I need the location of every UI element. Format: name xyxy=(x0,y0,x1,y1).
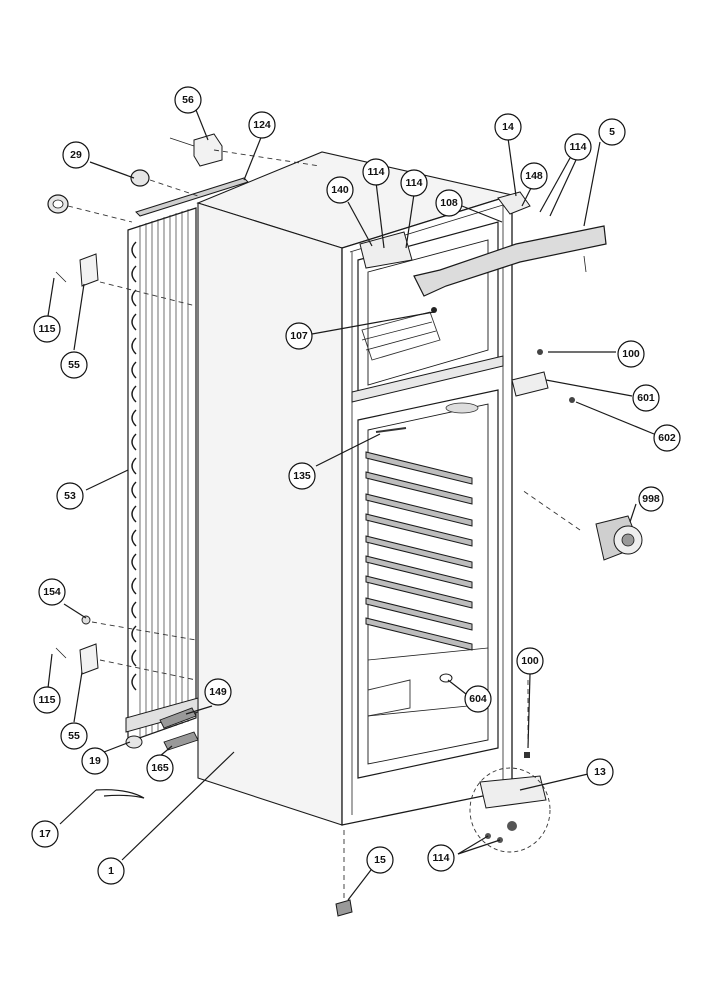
callout-115-b: 115 xyxy=(33,686,61,714)
svg-text:53: 53 xyxy=(64,490,76,502)
svg-text:55: 55 xyxy=(68,359,80,371)
callout-14: 14 xyxy=(494,113,522,141)
small-parts xyxy=(47,133,643,917)
assembly-lines xyxy=(67,149,581,898)
callout-55-a: 55 xyxy=(60,351,88,379)
svg-text:55: 55 xyxy=(68,730,80,742)
leader-lines xyxy=(47,109,655,901)
callout-53: 53 xyxy=(56,482,84,510)
callout-115-a: 115 xyxy=(33,315,61,343)
callout-602: 602 xyxy=(653,424,681,452)
callout-604: 604 xyxy=(464,685,492,713)
callout-29: 29 xyxy=(62,141,90,169)
hinge-detail-circle xyxy=(469,767,551,853)
svg-text:108: 108 xyxy=(440,197,458,209)
svg-text:148: 148 xyxy=(525,170,543,182)
svg-text:140: 140 xyxy=(331,184,349,196)
lamp-cover xyxy=(445,402,479,414)
callout-114-c: 114 xyxy=(400,169,428,197)
condenser-coil xyxy=(125,207,199,743)
screw-100 xyxy=(524,752,530,758)
callout-56: 56 xyxy=(174,86,202,114)
middle-hinge xyxy=(511,371,549,397)
cabinet-side-panel xyxy=(197,202,343,826)
condenser-clip-lower xyxy=(79,643,99,675)
callout-114-d: 114 xyxy=(427,844,455,872)
svg-text:602: 602 xyxy=(658,432,676,444)
capillary-part xyxy=(163,731,199,751)
callout-5: 5 xyxy=(598,118,626,146)
grommet-part xyxy=(125,735,143,749)
callout-19: 19 xyxy=(81,747,109,775)
svg-text:14: 14 xyxy=(502,121,514,133)
callout-100-b: 100 xyxy=(516,647,544,675)
svg-text:114: 114 xyxy=(368,166,385,178)
callout-15: 15 xyxy=(366,846,394,874)
lamp-holder xyxy=(375,427,407,433)
svg-text:135: 135 xyxy=(293,470,311,482)
callout-154: 154 xyxy=(38,578,66,606)
svg-text:149: 149 xyxy=(209,686,227,698)
svg-text:100: 100 xyxy=(521,655,539,667)
shelf-rails xyxy=(365,451,473,651)
svg-text:114: 114 xyxy=(433,852,450,864)
callout-107: 107 xyxy=(285,322,313,350)
bottom-hinge xyxy=(479,775,547,809)
callout-100-a: 100 xyxy=(617,340,645,368)
svg-text:19: 19 xyxy=(89,755,101,767)
svg-text:13: 13 xyxy=(594,766,606,778)
thermostat-box xyxy=(359,231,413,269)
svg-text:154: 154 xyxy=(43,586,61,598)
svg-text:115: 115 xyxy=(39,694,56,706)
callout-135: 135 xyxy=(288,462,316,490)
fan-unit xyxy=(595,515,643,561)
callout-114-b: 114 xyxy=(362,158,390,186)
svg-text:1: 1 xyxy=(108,865,114,877)
condenser-clip-upper xyxy=(79,253,99,287)
condenser-base-plate xyxy=(125,697,199,733)
svg-text:114: 114 xyxy=(406,177,423,189)
sensor-part xyxy=(431,307,437,313)
svg-text:5: 5 xyxy=(609,126,615,138)
svg-text:165: 165 xyxy=(151,762,169,774)
callout-148: 148 xyxy=(520,162,548,190)
callout-149: 149 xyxy=(204,678,232,706)
drain-part xyxy=(439,673,453,683)
svg-text:100: 100 xyxy=(622,348,640,360)
callout-165: 165 xyxy=(146,754,174,782)
hinge-bracket-top xyxy=(193,133,223,167)
fridge-compartment xyxy=(357,389,499,779)
callout-601: 601 xyxy=(632,384,660,412)
crisper-box xyxy=(367,679,411,717)
callout-114-a: 114 xyxy=(564,133,592,161)
callout-13: 13 xyxy=(586,758,614,786)
plug-part-b xyxy=(130,169,150,187)
top-hinge xyxy=(497,191,531,215)
screw-part xyxy=(81,615,91,625)
svg-text:604: 604 xyxy=(469,693,487,705)
svg-text:998: 998 xyxy=(642,493,660,505)
filter-drier xyxy=(159,707,197,729)
svg-text:114: 114 xyxy=(570,141,587,153)
callout-17: 17 xyxy=(31,820,59,848)
svg-text:124: 124 xyxy=(253,119,271,131)
callout-140: 140 xyxy=(326,176,354,204)
top-rail-part xyxy=(135,177,249,217)
svg-text:601: 601 xyxy=(637,392,655,404)
svg-text:115: 115 xyxy=(39,323,56,335)
callout-108: 108 xyxy=(435,189,463,217)
svg-text:17: 17 xyxy=(39,828,51,840)
callout-124: 124 xyxy=(248,111,276,139)
callout-55-b: 55 xyxy=(60,722,88,750)
svg-text:56: 56 xyxy=(182,94,194,106)
svg-text:29: 29 xyxy=(70,149,82,161)
handle-bar xyxy=(413,225,607,297)
svg-text:15: 15 xyxy=(374,854,386,866)
callout-1: 1 xyxy=(97,857,125,885)
callout-998: 998 xyxy=(638,486,664,512)
cable-tie xyxy=(95,789,145,799)
svg-text:107: 107 xyxy=(290,330,308,342)
adjustable-foot xyxy=(335,899,353,917)
